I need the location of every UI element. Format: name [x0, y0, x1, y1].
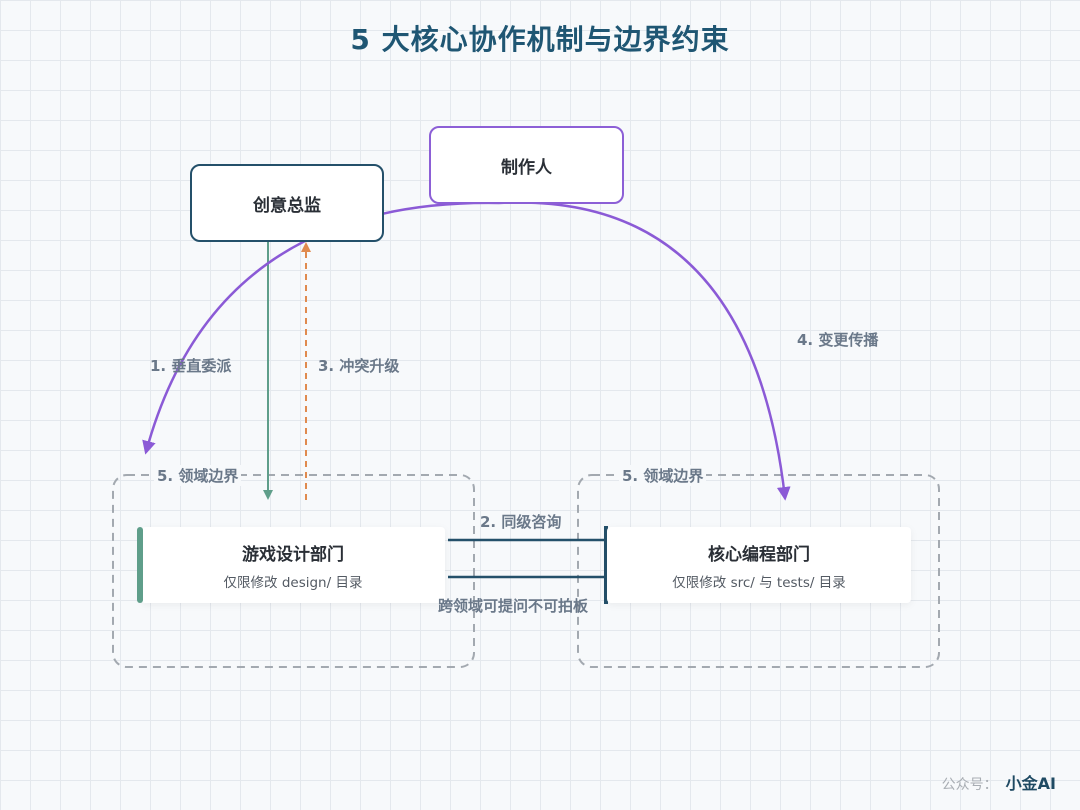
conflict-escalation-label: 3. 冲突升级 — [318, 357, 400, 375]
peer-consultation-label: 2. 同级咨询 — [480, 513, 562, 531]
design-accent-bar — [137, 527, 143, 603]
creative-director-box: 创意总监 — [190, 164, 384, 242]
change-propagation-arc — [142, 201, 500, 455]
watermark-label: 公众号： — [941, 777, 998, 793]
change-propagation-label: 4. 变更传播 — [797, 331, 879, 349]
game-design-name: 游戏设计部门 — [242, 544, 344, 565]
game-design-scope: 仅限修改 design/ 目录 — [223, 574, 363, 591]
page-title: 5 大核心协作机制与边界约束 — [350, 23, 730, 56]
core-programming-name: 核心编程部门 — [708, 544, 810, 565]
core-programming-scope: 仅限修改 src/ 与 tests/ 目录 — [672, 574, 846, 591]
change-propagation-arc — [498, 201, 791, 501]
code-domain-boundary-label: 5. 领域边界 — [619, 465, 707, 486]
vertical-delegation-label: 1. 垂直委派 — [150, 357, 232, 375]
code-domain-boundary — [577, 474, 940, 668]
watermark: 公众号： 小金AI — [942, 770, 1056, 794]
producer-label: 制作人 — [501, 157, 552, 178]
producer-box: 制作人 — [429, 126, 624, 204]
core-programming-department: 核心编程部门 仅限修改 src/ 与 tests/ 目录 — [607, 527, 911, 603]
game-design-department: 游戏设计部门 仅限修改 design/ 目录 — [141, 527, 445, 603]
creative-director-label: 创意总监 — [253, 195, 321, 216]
design-domain-boundary — [112, 474, 475, 668]
cross-domain-note: 跨领域可提问不可拍板 — [438, 597, 589, 615]
watermark-brand: 小金AI — [1005, 774, 1056, 793]
design-domain-boundary-label: 5. 领域边界 — [154, 465, 242, 486]
